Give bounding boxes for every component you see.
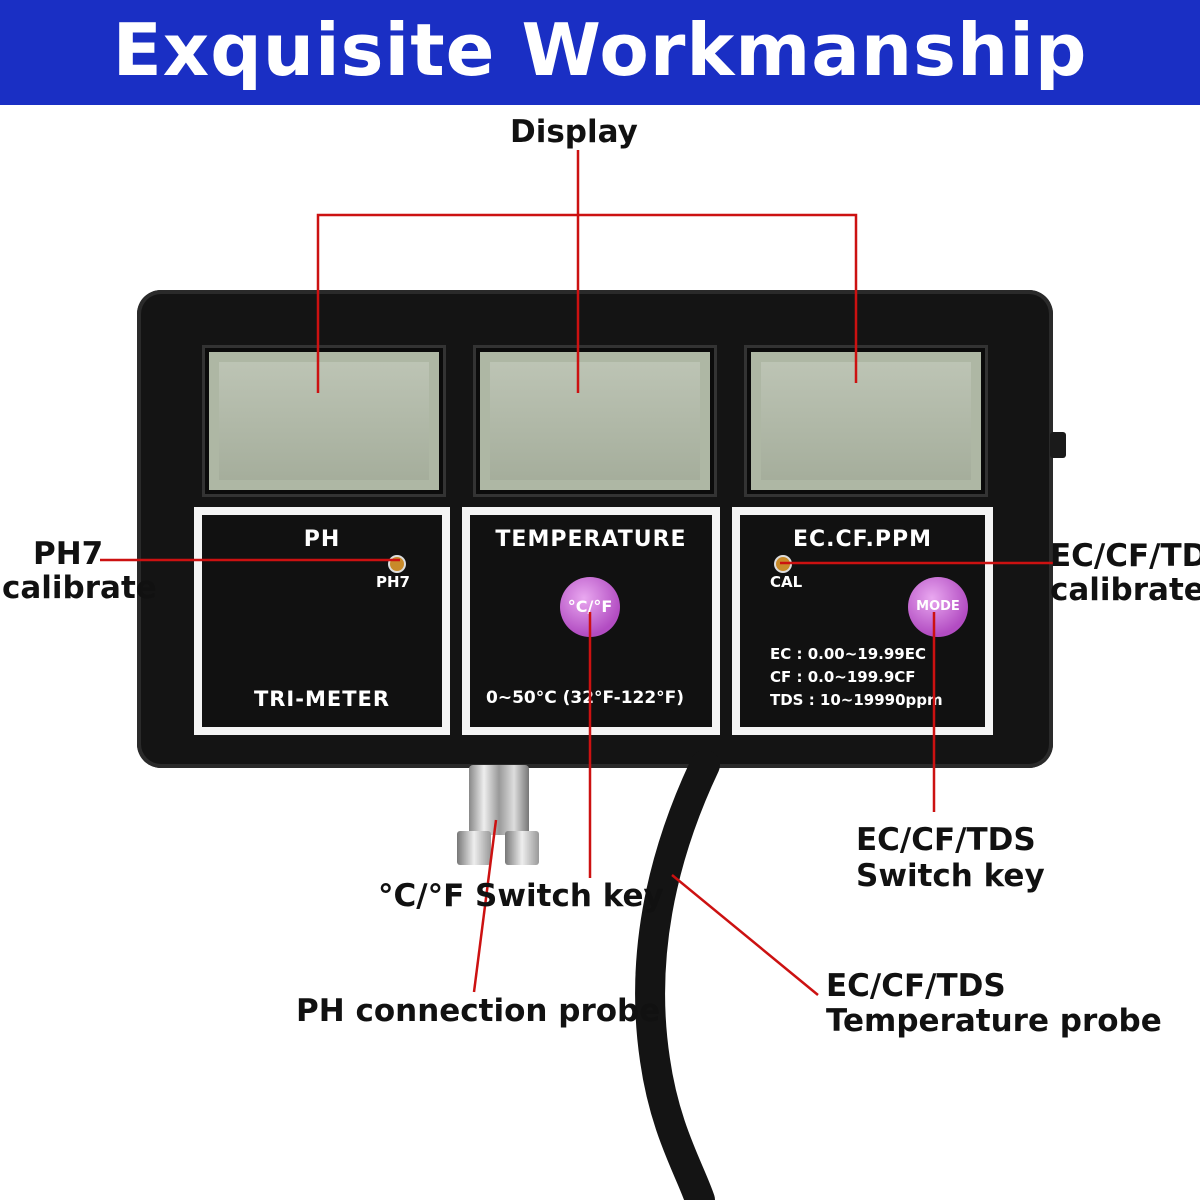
ec-cal-callout-line1: EC/CF/TDS: [1050, 538, 1200, 574]
ph-probe-callout: PH connection probe: [296, 993, 661, 1029]
temp-probe-callout-line2: Temperature probe: [826, 1003, 1162, 1039]
ph7-callout-line1: PH7: [33, 536, 104, 572]
temp-probe-callout-line1: EC/CF/TDS: [826, 968, 1006, 1004]
tri-meter-label: TRI-METER: [253, 687, 391, 711]
ph7-cal-label: PH7: [376, 573, 410, 591]
temp-switch-callout: °C/°F Switch key: [378, 878, 664, 914]
temperature-panel-title: TEMPERATURE: [495, 527, 687, 552]
ec-lcd-display: [747, 348, 985, 494]
ph-bnc-connector: [455, 765, 545, 865]
ph7-callout-line2: calibrate: [2, 570, 157, 606]
temperature-probe-cable: [635, 750, 720, 1200]
temperature-lcd-display: [476, 348, 714, 494]
display-leader-line: [316, 213, 858, 393]
ec-cal-callout-line2: calibrate: [1050, 572, 1200, 608]
ec-range-spec: EC : 0.00~19.99EC: [770, 645, 926, 663]
ec-switch-callout-line1: EC/CF/TDS: [856, 822, 1036, 858]
cf-range-spec: CF : 0.0~199.9CF: [770, 668, 916, 686]
side-power-switch[interactable]: [1050, 432, 1066, 458]
display-callout: Display: [510, 114, 638, 150]
ec-switch-callout-line2: Switch key: [856, 858, 1045, 894]
ph-panel: PH PH7 TRI-METER: [194, 507, 450, 735]
ph-panel-title: PH: [303, 527, 341, 552]
temp-probe-leader-line: [671, 874, 819, 996]
ec-panel-title: EC.CF.PPM: [793, 527, 932, 552]
mode-switch-button[interactable]: MODE: [908, 577, 968, 637]
tds-range-spec: TDS : 10~19990ppm: [770, 691, 943, 709]
page-title: Exquisite Workmanship: [112, 8, 1088, 92]
celsius-fahrenheit-switch-button[interactable]: °C/°F: [560, 577, 620, 637]
ec-cal-label: CAL: [770, 573, 803, 591]
ph-lcd-display: [205, 348, 443, 494]
ec-panel: EC.CF.PPM CAL MODE EC : 0.00~19.99EC CF …: [732, 507, 993, 735]
tri-meter-device: PH PH7 TRI-METER TEMPERATURE °C/°F 0~50°…: [137, 290, 1053, 768]
ph-probe-leader-line: [472, 819, 498, 993]
temperature-range-label: 0~50°C (32°F-122°F): [486, 688, 685, 708]
header-banner: [0, 0, 1200, 105]
